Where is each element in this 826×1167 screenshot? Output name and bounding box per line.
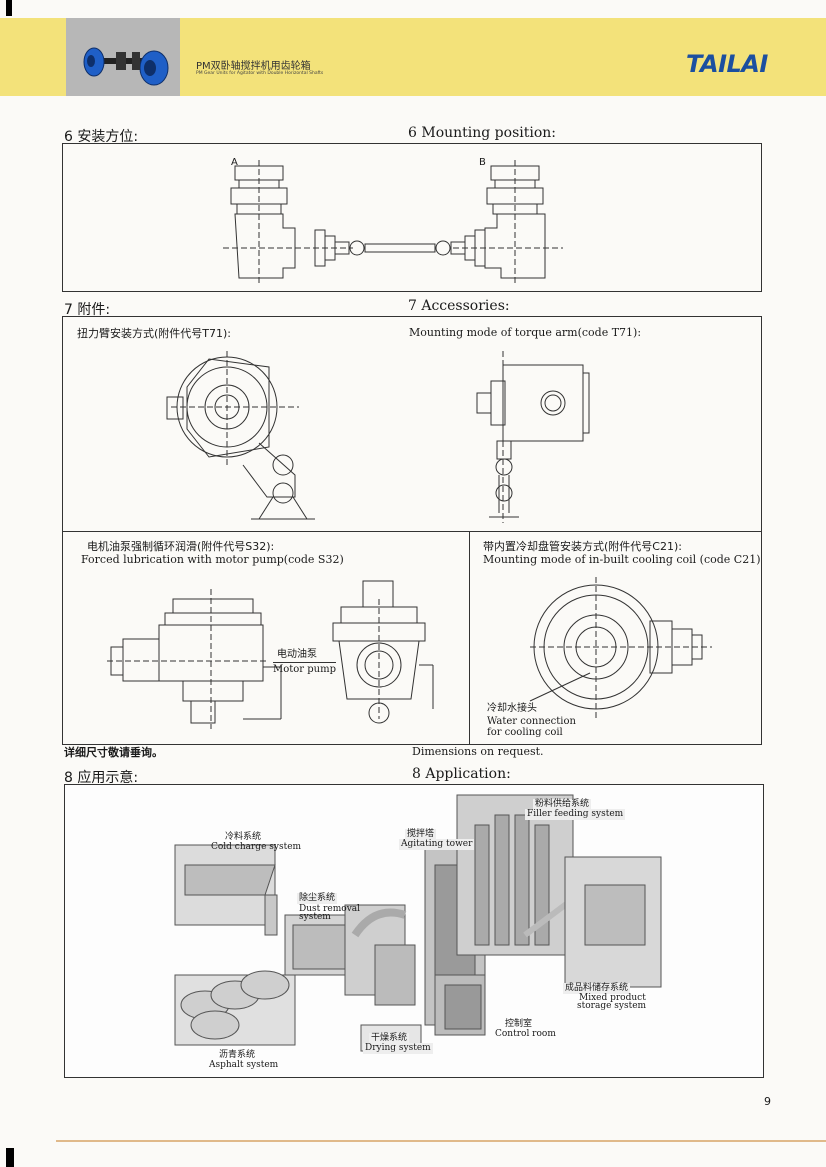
section-7-title-en: 7 Accessories: (408, 298, 510, 314)
torque-arm-drawing (63, 347, 761, 529)
crop-mark (6, 1148, 14, 1167)
section-6-title-cn: 6 安装方位: (64, 129, 139, 145)
mounting-drawing (63, 144, 761, 291)
torque-arm-caption-en: Mounting mode of torque arm(code T71): (409, 326, 642, 339)
asphalt-system-label-en: Asphalt system (209, 1060, 279, 1070)
cold-charge-label-en: Cold charge system (211, 842, 302, 852)
mounting-position-figure: A B (62, 143, 762, 292)
dimensions-note-en: Dimensions on request. (412, 745, 544, 758)
motor-pump-label-en: Motor pump (273, 662, 336, 675)
torque-arm-caption-cn: 扭力臂安装方式(附件代号T71): (77, 327, 232, 340)
page-number: 9 (764, 1095, 771, 1108)
application-figure: 冷料系统 Cold charge system 除尘系统 Dust remova… (64, 784, 764, 1078)
cooling-caption-en: Mounting mode of in-built cooling coil (… (483, 553, 761, 566)
water-connection-label-en-1: Water connection (487, 716, 576, 727)
dust-removal-label-en-1: Dust removal (299, 904, 361, 914)
agitating-tower-label-en: Agitating tower (399, 839, 475, 850)
mixed-product-label-en-2: storage system (577, 1001, 647, 1011)
drying-system-label-cn: 干燥系统 (369, 1033, 410, 1044)
cold-charge-label-cn: 冷料系统 (225, 832, 262, 842)
section-8-title-en: 8 Application: (412, 766, 511, 782)
dimensions-note-cn: 详细尺寸敬请垂询。 (64, 746, 163, 759)
filler-feeding-label-en: Filler feeding system (525, 809, 626, 820)
motor-pump-label-cn: 电动油泵 (277, 649, 317, 660)
agitating-tower-label-cn: 搅拌塔 (405, 829, 437, 840)
accessories-divider-v (469, 531, 470, 744)
mixed-product-label-en-1: Mixed product (579, 993, 646, 1003)
motor-pump-drawing (63, 569, 469, 745)
drying-system-label-en: Drying system (363, 1043, 433, 1054)
section-8-title-cn: 8 应用示意: (64, 770, 139, 786)
position-label-a: A (231, 157, 238, 168)
accessories-figure: 扭力臂安装方式(附件代号T71): Mounting mode of torqu… (62, 316, 762, 745)
mixed-product-label-cn: 成品料储存系统 (563, 983, 631, 994)
brand-logo: TAILAI (686, 50, 768, 78)
section-7-title-cn: 7 附件: (64, 302, 111, 318)
pump-caption-en: Forced lubrication with motor pump(code … (81, 553, 344, 566)
dust-removal-label-cn: 除尘系统 (297, 893, 338, 904)
footer-rule (56, 1140, 826, 1142)
header-title-cn: PM双卧轴搅拌机用齿轮箱 (196, 61, 311, 72)
crop-mark (6, 0, 12, 16)
gearbox-product-image (66, 18, 180, 96)
control-room-label-en: Control room (495, 1029, 556, 1039)
asphalt-system-label-cn: 沥青系统 (219, 1050, 256, 1060)
pump-caption-cn: 电机油泵强制循环润滑(附件代号S32): (87, 540, 275, 553)
accessories-divider-h (63, 531, 761, 532)
section-6-title-en: 6 Mounting position: (408, 125, 557, 141)
control-room-label-cn: 控制室 (505, 1019, 533, 1029)
filler-feeding-label-cn: 粉料供给系统 (533, 799, 592, 810)
header-title-en: PM Gear Units for Agitator with Double H… (196, 71, 324, 76)
cooling-caption-cn: 带内置冷却盘管安装方式(附件代号C21): (483, 540, 682, 553)
cooling-coil-drawing (470, 569, 761, 745)
position-label-b: B (479, 157, 486, 168)
water-connection-label-cn: 冷却水接头 (487, 703, 537, 714)
dust-removal-label-en-2: system (299, 912, 331, 922)
water-connection-label-en-2: for cooling coil (487, 727, 563, 738)
